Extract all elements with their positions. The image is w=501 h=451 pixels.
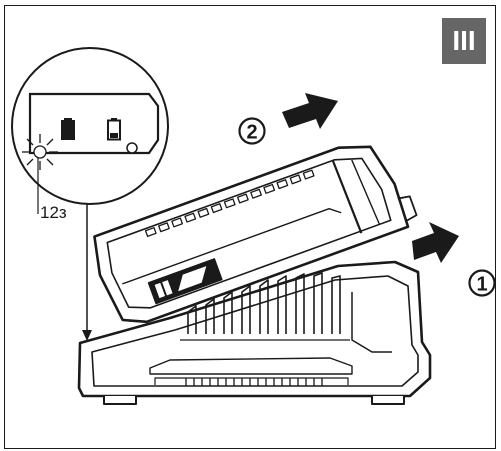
remove-arrow-icon	[282, 93, 338, 129]
step-1-label: 1	[476, 274, 487, 296]
figure-number-badge: III	[442, 18, 486, 64]
insert-push-arrow-icon	[412, 222, 459, 263]
step-1-marker: 1	[468, 269, 496, 297]
charging-led-light-icon	[22, 134, 58, 170]
charger-base	[77, 260, 432, 405]
battery-pack	[93, 145, 418, 324]
step-2-label: 2	[246, 122, 257, 144]
empty-battery-icon	[107, 118, 121, 141]
full-battery-icon	[61, 118, 75, 140]
step-2-marker: 2	[238, 117, 266, 145]
battery-level-window	[147, 258, 223, 305]
callout-pointer-arrowhead	[82, 330, 92, 341]
battery-grip-ridges	[144, 169, 315, 238]
led-detail-callout	[11, 47, 169, 341]
callout-label: 12з	[40, 203, 67, 222]
upper-vent-ribs	[187, 272, 341, 334]
lower-vent-slots	[185, 378, 323, 386]
figure-border	[4, 5, 496, 449]
